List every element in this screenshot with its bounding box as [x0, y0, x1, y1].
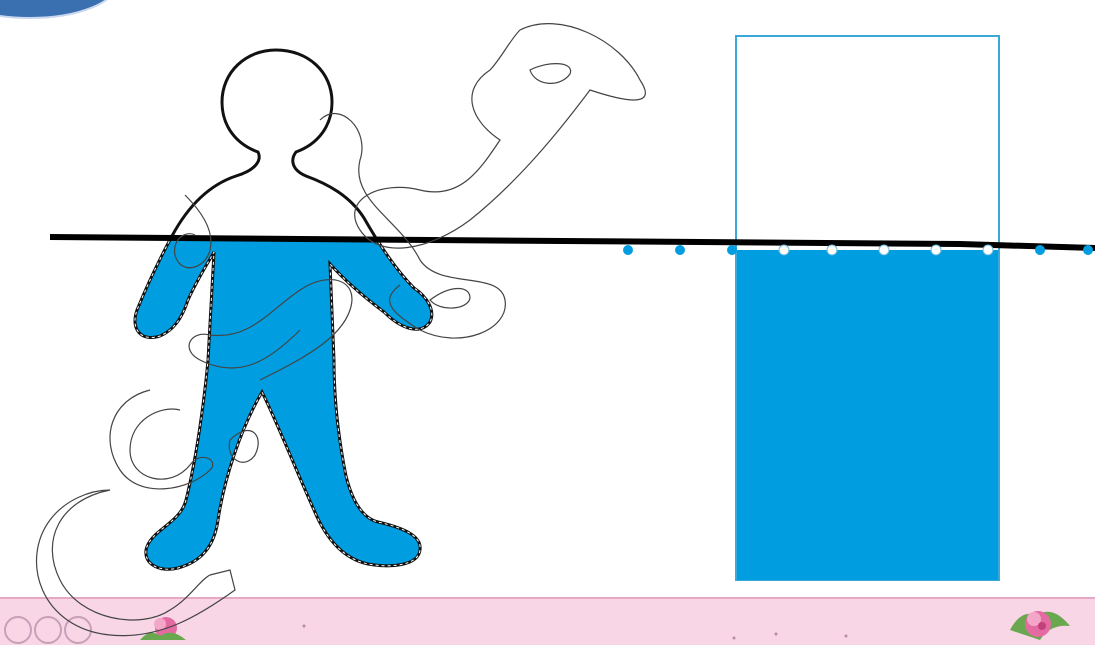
waterline-dot — [879, 245, 889, 255]
footer-band — [0, 598, 1095, 645]
waterline-dot — [779, 245, 789, 255]
waterline-dot — [727, 245, 737, 255]
waterline-dot — [983, 245, 993, 255]
waterline-dot — [1035, 245, 1045, 255]
water-container — [736, 36, 999, 580]
person-figure — [135, 50, 432, 569]
waterline-dot — [623, 245, 633, 255]
waterline-dot — [1083, 245, 1093, 255]
waterline-dot — [931, 245, 941, 255]
waterline-dot — [675, 245, 685, 255]
corner-badge — [0, 0, 118, 18]
container-water — [737, 250, 998, 580]
waterline-dot — [827, 245, 837, 255]
